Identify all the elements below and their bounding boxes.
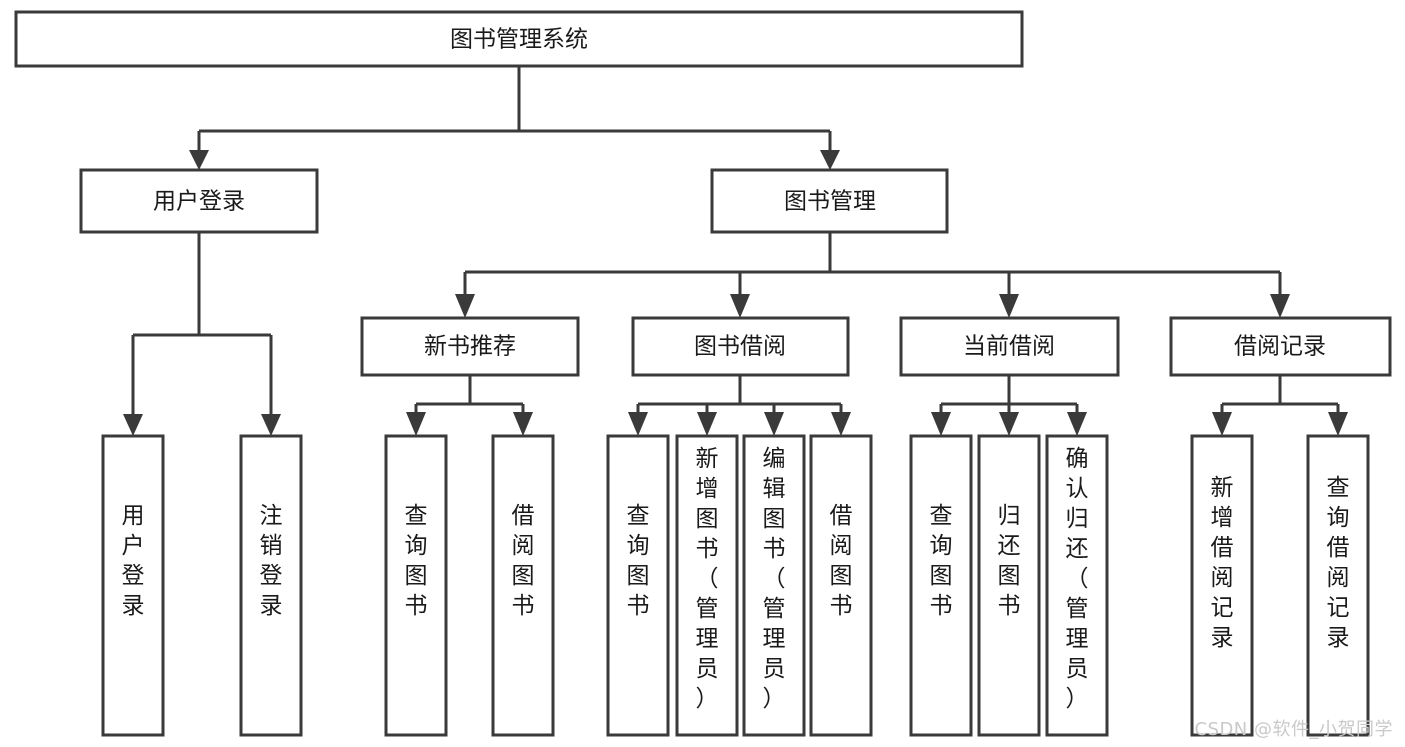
node-root-label: 图书管理系统	[450, 27, 588, 53]
leaf-add-book-box	[675, 434, 739, 737]
node-new-book-recommend-box	[360, 316, 580, 377]
leaf-add-borrow-record-box	[1190, 434, 1254, 737]
leaf-return-book-label: 归还图书	[998, 503, 1021, 619]
leaf-add-book-label: 新增图书（管理员）	[696, 446, 719, 712]
arrow-to-leaf-logout	[261, 414, 281, 436]
csdn-watermark: CSDN @软件_小贺同学	[1194, 719, 1393, 740]
node-current-borrow[interactable]: 当前借阅	[899, 316, 1120, 377]
leaf-query-borrow-record-label: 查询借阅记录	[1327, 475, 1350, 651]
arrow-to-leaf-query-record	[1328, 412, 1348, 436]
leaf-query-book-borrow-label: 查询图书	[627, 503, 650, 619]
node-new-book-recommend[interactable]: 新书推荐	[360, 316, 580, 377]
leaf-confirm-return-box	[1045, 434, 1109, 737]
leaf-borrow-book-box	[809, 434, 873, 737]
leaf-borrow-book-label: 借阅图书	[830, 503, 853, 619]
node-current-borrow-box	[899, 316, 1120, 377]
leaf-query-book-recommend-box	[384, 434, 448, 737]
arrow-to-book-borrow	[730, 294, 750, 318]
arrow-to-leaf-query-book-3	[931, 412, 951, 436]
arrow-to-user-login	[189, 150, 209, 170]
leaf-add-book[interactable]: 新增图书（管理员）	[675, 434, 739, 737]
leaf-edit-book-box	[742, 434, 806, 737]
node-book-management-label: 图书管理	[784, 189, 876, 215]
arrow-to-borrow-record	[1270, 294, 1290, 318]
leaf-query-borrow-record-box	[1306, 434, 1370, 737]
leaf-borrow-book-recommend-box	[491, 434, 555, 737]
leaf-query-book-recommend-label: 查询图书	[405, 503, 428, 619]
leaf-query-book-recommend[interactable]: 查询图书	[384, 434, 448, 737]
arrow-to-leaf-borrow-book-1	[513, 412, 533, 436]
leaf-query-book-current-label: 查询图书	[930, 503, 953, 619]
leaf-add-borrow-record-label: 新增借阅记录	[1211, 475, 1234, 651]
arrow-to-book-management	[820, 150, 840, 170]
node-book-management-box	[710, 168, 949, 234]
leaf-confirm-return-label: 确认归还（管理员）	[1066, 446, 1089, 712]
leaf-query-book-borrow[interactable]: 查询图书	[606, 434, 670, 737]
leaf-query-book-current[interactable]: 查询图书	[909, 434, 973, 737]
node-book-borrow-box	[631, 316, 850, 377]
node-borrow-record[interactable]: 借阅记录	[1169, 316, 1392, 377]
arrow-to-leaf-edit-book	[764, 412, 784, 436]
leaf-edit-book[interactable]: 编辑图书（管理员）	[742, 434, 806, 737]
arrow-to-leaf-query-book-1	[406, 412, 426, 436]
arrow-to-leaf-query-book-2	[628, 412, 648, 436]
leaf-logout[interactable]: 注销登录	[239, 434, 303, 737]
node-root-book-management-system[interactable]: 图书管理系统	[14, 10, 1024, 68]
node-user-login-box	[79, 168, 319, 234]
arrow-to-new-book-recommend	[455, 294, 475, 318]
node-borrow-record-label: 借阅记录	[1234, 334, 1326, 360]
leaf-return-book[interactable]: 归还图书	[977, 434, 1041, 737]
leaf-add-borrow-record[interactable]: 新增借阅记录	[1190, 434, 1254, 737]
arrow-to-current-borrow	[999, 294, 1019, 318]
arrow-to-leaf-add-record	[1212, 412, 1232, 436]
leaf-confirm-return[interactable]: 确认归还（管理员）	[1045, 434, 1109, 737]
node-user-login-label: 用户登录	[153, 189, 245, 215]
leaf-query-book-current-box	[909, 434, 973, 737]
leaf-edit-book-label: 编辑图书（管理员）	[763, 446, 786, 712]
leaf-logout-box	[239, 434, 303, 737]
leaf-borrow-book-recommend[interactable]: 借阅图书	[491, 434, 555, 737]
arrow-to-leaf-user-login	[123, 414, 143, 436]
connectors	[123, 66, 1348, 436]
leaf-query-borrow-record[interactable]: 查询借阅记录	[1306, 434, 1370, 737]
leaf-user-login-label: 用户登录	[122, 503, 145, 619]
node-root-box	[14, 10, 1024, 68]
node-book-borrow-label: 图书借阅	[694, 334, 786, 360]
arrow-to-leaf-add-book	[697, 412, 717, 436]
leaf-user-login[interactable]: 用户登录	[101, 434, 165, 737]
leaf-borrow-book[interactable]: 借阅图书	[809, 434, 873, 737]
arrow-to-leaf-borrow-book-2	[831, 412, 851, 436]
leaf-user-login-box	[101, 434, 165, 737]
node-borrow-record-box	[1169, 316, 1392, 377]
leaf-logout-label: 注销登录	[260, 503, 283, 619]
leaf-query-book-borrow-box	[606, 434, 670, 737]
arrow-to-leaf-return-book	[999, 412, 1019, 436]
leaf-return-book-box	[977, 434, 1041, 737]
arrow-to-leaf-confirm-return	[1067, 412, 1087, 436]
node-current-borrow-label: 当前借阅	[963, 334, 1055, 360]
node-new-book-recommend-label: 新书推荐	[424, 334, 516, 360]
node-book-borrow[interactable]: 图书借阅	[631, 316, 850, 377]
node-user-login[interactable]: 用户登录	[79, 168, 319, 234]
node-book-management[interactable]: 图书管理	[710, 168, 949, 234]
leaf-borrow-book-recommend-label: 借阅图书	[512, 503, 535, 619]
